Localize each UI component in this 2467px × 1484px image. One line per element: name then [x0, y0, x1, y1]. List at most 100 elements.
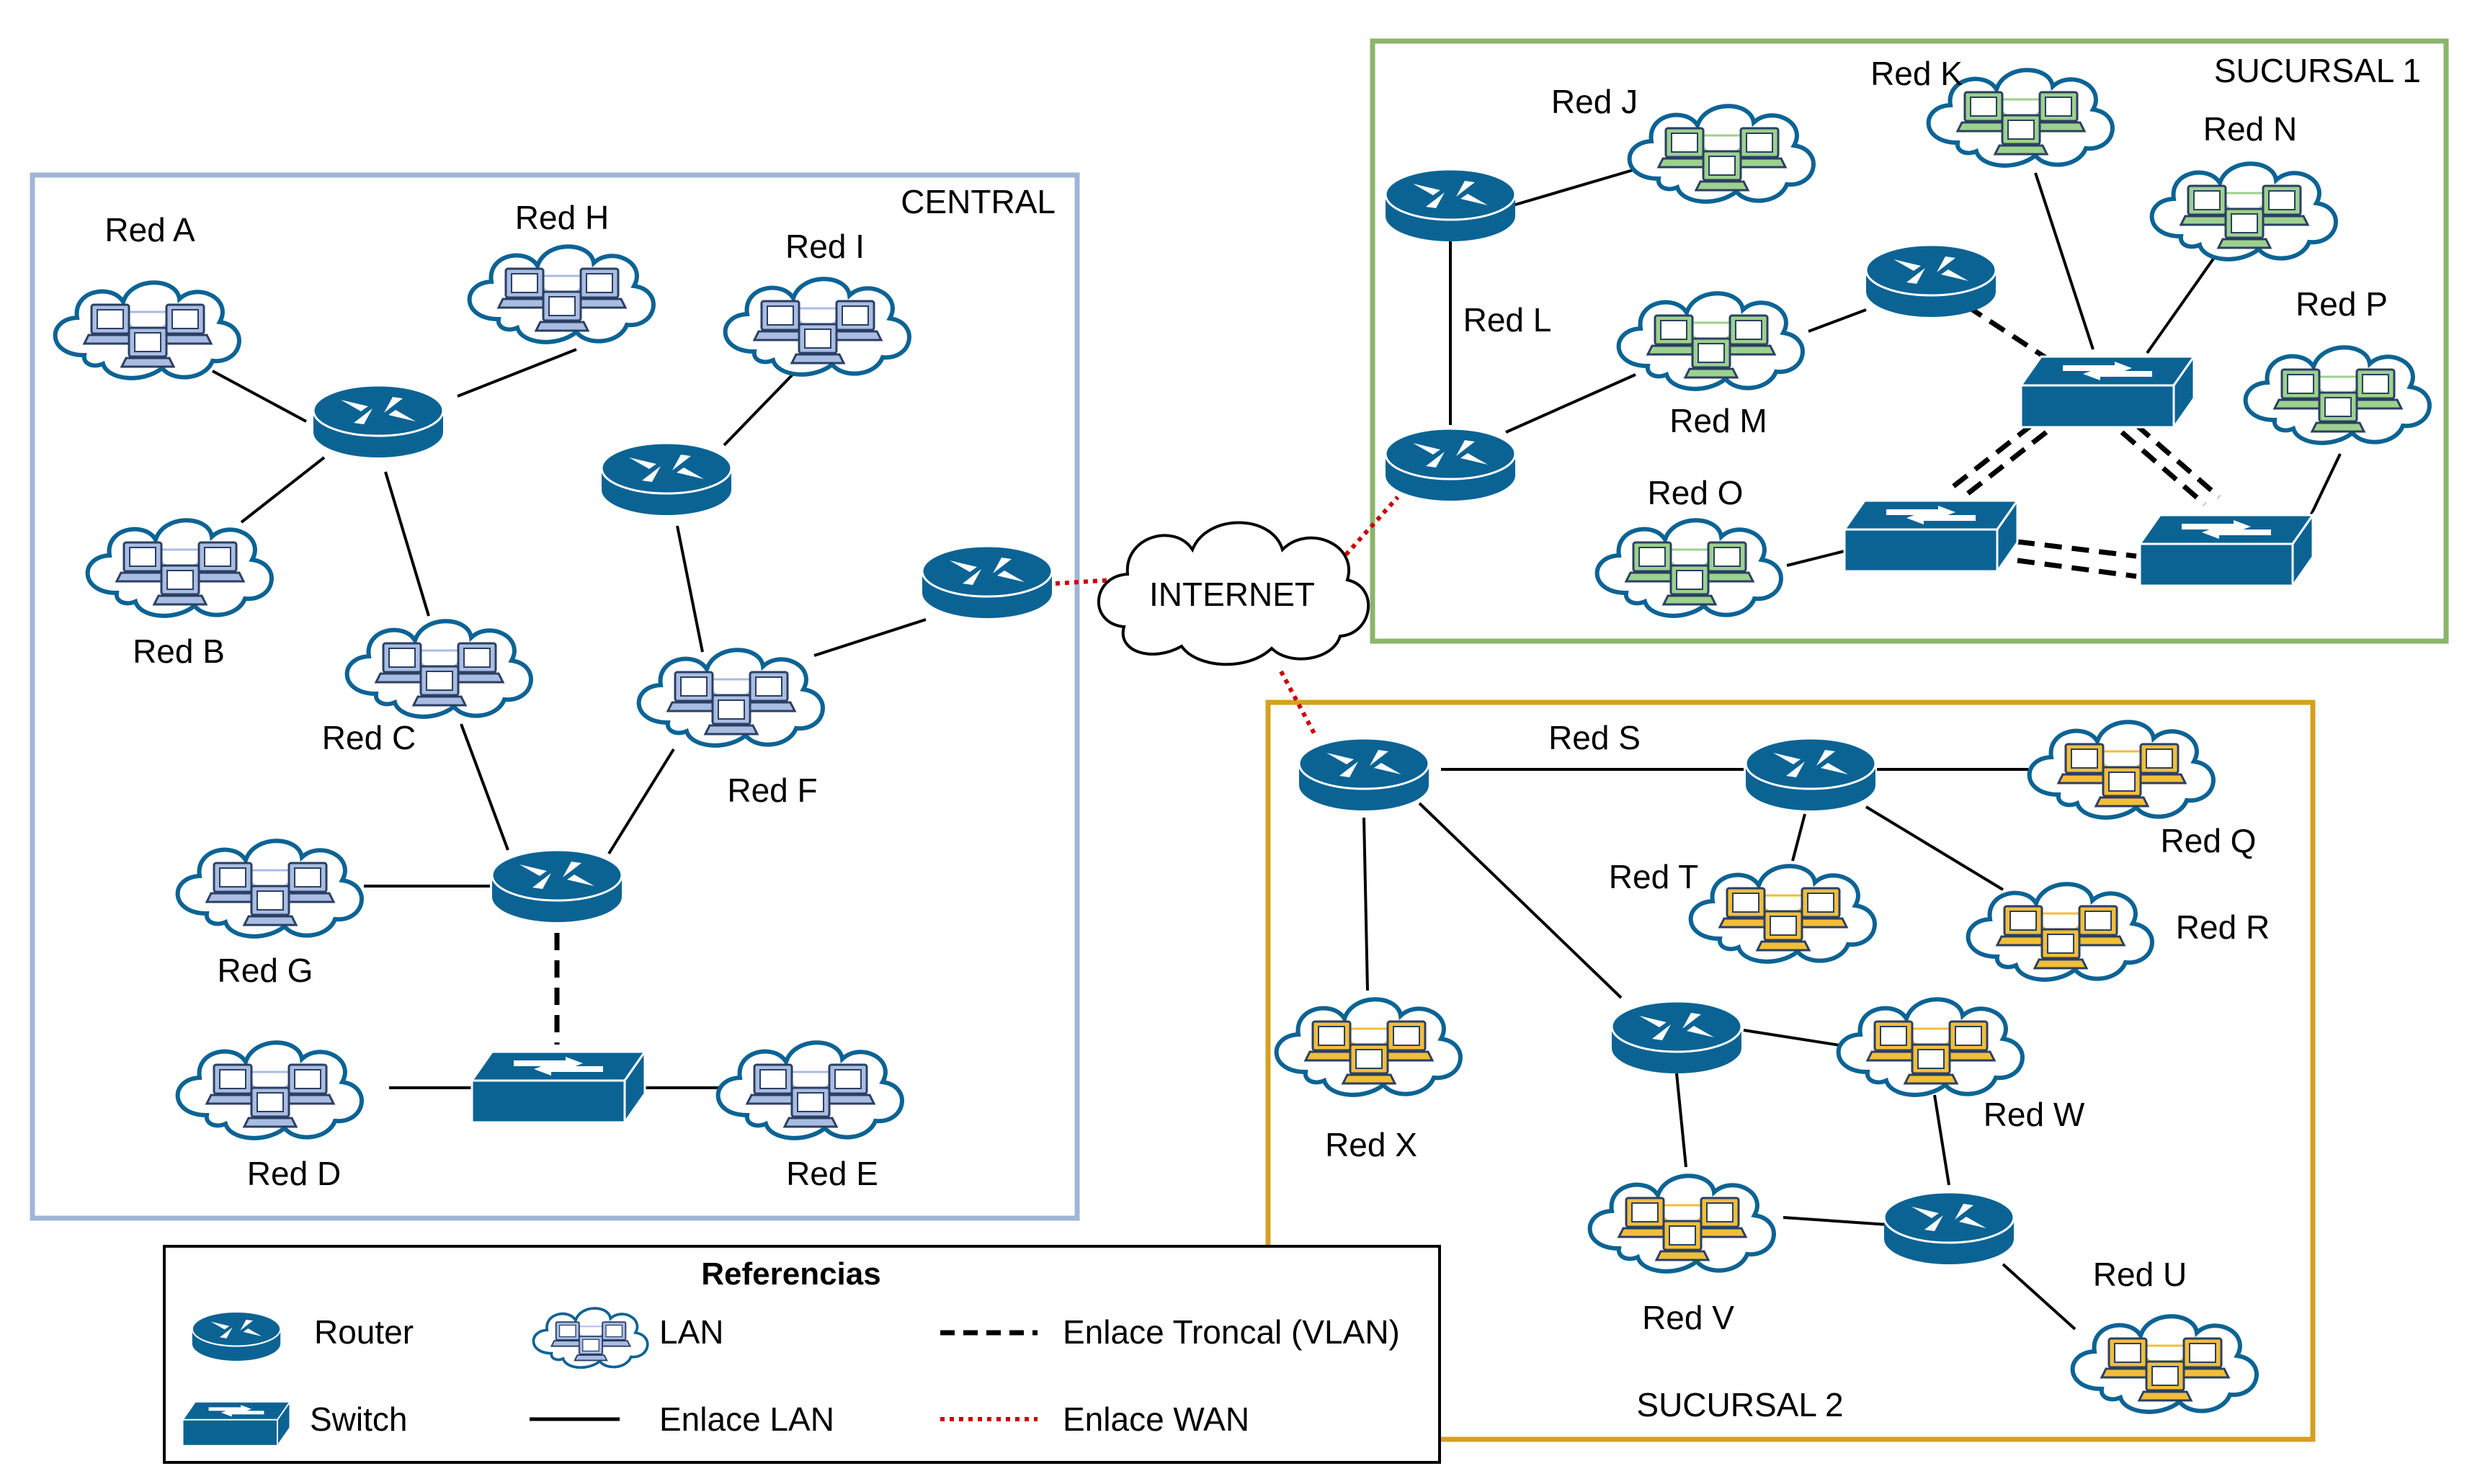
network-labels: Red A Red B Red C Red D Red E Red F Red … — [104, 55, 2388, 1336]
router-icon — [312, 384, 445, 459]
lan-red-p-icon — [2246, 347, 2430, 443]
router-icon — [1744, 737, 1877, 812]
switch-icon — [470, 1050, 646, 1124]
switch-icon — [2020, 355, 2195, 429]
link-rU-redU — [2002, 1263, 2076, 1331]
link-redK-sw1 — [2034, 172, 2095, 350]
router-icon — [600, 442, 733, 517]
legend-lan-link-label: Enlace LAN — [659, 1400, 834, 1438]
legend-box — [163, 1245, 1441, 1464]
link-rB-redF — [676, 525, 704, 653]
internet-cloud-icon — [1097, 521, 1370, 666]
link-rA-redH — [457, 348, 577, 398]
legend-router-icon — [191, 1310, 282, 1362]
trunk-sw1-sw2-a — [1961, 430, 2048, 499]
wan-central-internet — [1055, 578, 1114, 586]
legend-switch-icon — [182, 1401, 291, 1447]
label-red-a: Red A — [104, 211, 195, 249]
legend-router-label: Router — [314, 1313, 414, 1351]
lan-red-v-icon — [1590, 1176, 1774, 1271]
router-icon — [1298, 737, 1430, 812]
link-redF-rWan — [813, 618, 927, 657]
zone-label-sucursal1: SUCURSAL 1 — [2214, 52, 2421, 89]
wan-internet-sucursal2 — [1279, 670, 1317, 736]
link-rA-redB — [240, 456, 326, 524]
link-rA-redA — [212, 370, 307, 423]
link-rS-redR — [1865, 805, 2004, 891]
trunk-sw1-sw2-b — [1947, 423, 2034, 492]
label-red-v: Red V — [1642, 1299, 1734, 1336]
label-red-x: Red X — [1325, 1126, 1417, 1163]
link-redO-sw2 — [1786, 550, 1845, 567]
trunk-sw1-sw3-a — [2120, 430, 2207, 506]
label-red-c: Red C — [322, 719, 416, 756]
lan-red-j-icon — [1630, 106, 1814, 202]
lan-red-w-icon — [1839, 999, 2022, 1095]
router-icon — [1865, 243, 1997, 318]
label-red-n: Red N — [2203, 110, 2297, 148]
wan-internet-sucursal1 — [1344, 495, 1400, 557]
link-rX-redX — [1362, 817, 1369, 991]
label-red-t: Red T — [1609, 858, 1698, 895]
lan-red-b-icon — [88, 520, 272, 616]
zone-central — [30, 172, 1080, 1221]
legend-switch-label: Switch — [310, 1400, 407, 1438]
link-redV-rU — [1783, 1216, 1888, 1226]
link-rL-redM — [1505, 373, 1636, 434]
zone-label-sucursal2: SUCURSAL 2 — [1636, 1386, 1843, 1423]
trunk-sw1-sw3-b — [2134, 423, 2221, 499]
switch-icon — [1843, 499, 2019, 573]
label-red-p: Red P — [2296, 285, 2388, 323]
label-red-f: Red F — [727, 772, 817, 809]
links-lan — [212, 168, 2342, 1331]
lan-red-x-icon — [1277, 999, 1460, 1095]
label-red-w: Red W — [1984, 1096, 2085, 1133]
router-icon — [1883, 1191, 2015, 1266]
label-red-o: Red O — [1648, 474, 1744, 511]
label-red-h: Red H — [515, 199, 609, 236]
link-rA-redC — [384, 471, 430, 617]
switch-icon — [2138, 514, 2314, 587]
legend-wan-link-label: Enlace WAN — [1063, 1400, 1249, 1438]
lan-red-g-icon — [178, 841, 362, 937]
zone-sucursal1 — [1370, 38, 2449, 644]
lan-red-t-icon — [1691, 866, 1875, 962]
label-red-g: Red G — [218, 952, 313, 989]
label-red-m: Red M — [1669, 402, 1767, 439]
lan-red-o-icon — [1597, 520, 1781, 616]
router-icon — [921, 545, 1053, 620]
label-red-d: Red D — [247, 1155, 341, 1192]
link-rW-redW — [1743, 1029, 1845, 1047]
lan-red-q-icon — [2030, 722, 2213, 818]
label-red-e: Red E — [786, 1155, 878, 1192]
label-red-j: Red J — [1551, 83, 1638, 120]
router-icon — [1384, 168, 1517, 243]
link-redM-rM — [1808, 308, 1867, 333]
lan-red-n-icon — [2152, 164, 2336, 259]
link-rS-redT — [1791, 813, 1806, 862]
zone-label-central: CENTRAL — [901, 183, 1056, 220]
link-redI-rB — [723, 373, 794, 447]
legend-title: Referencias — [701, 1256, 880, 1292]
zone-sucursal2 — [1265, 699, 2316, 1442]
lan-red-m-icon — [1619, 293, 1803, 389]
lan-red-e-icon — [718, 1042, 902, 1138]
link-rJ-redJ — [1512, 168, 1636, 207]
label-red-u: Red U — [2093, 1256, 2187, 1293]
link-rCore-redF — [607, 748, 675, 855]
link-redC-rCore — [460, 723, 509, 851]
legend: Referencias Router Switch LAN Enlace LAN… — [163, 1245, 1441, 1464]
link-rW-redV — [1675, 1073, 1687, 1168]
lan-red-h-icon — [470, 246, 653, 342]
internet-label: INTERNET — [1149, 576, 1315, 613]
link-redN-sw1 — [2146, 254, 2217, 354]
legend-trunk-link-label: Enlace Troncal (VLAN) — [1063, 1313, 1400, 1351]
lan-red-a-icon — [55, 282, 239, 378]
router-icon — [491, 849, 623, 924]
trunk-sw2-sw3-b — [2017, 558, 2137, 579]
lan-red-u-icon — [2073, 1316, 2257, 1412]
label-red-i: Red I — [785, 228, 865, 265]
internet-cloud: INTERNET — [1097, 521, 1370, 666]
link-rX-rW — [1418, 802, 1623, 999]
